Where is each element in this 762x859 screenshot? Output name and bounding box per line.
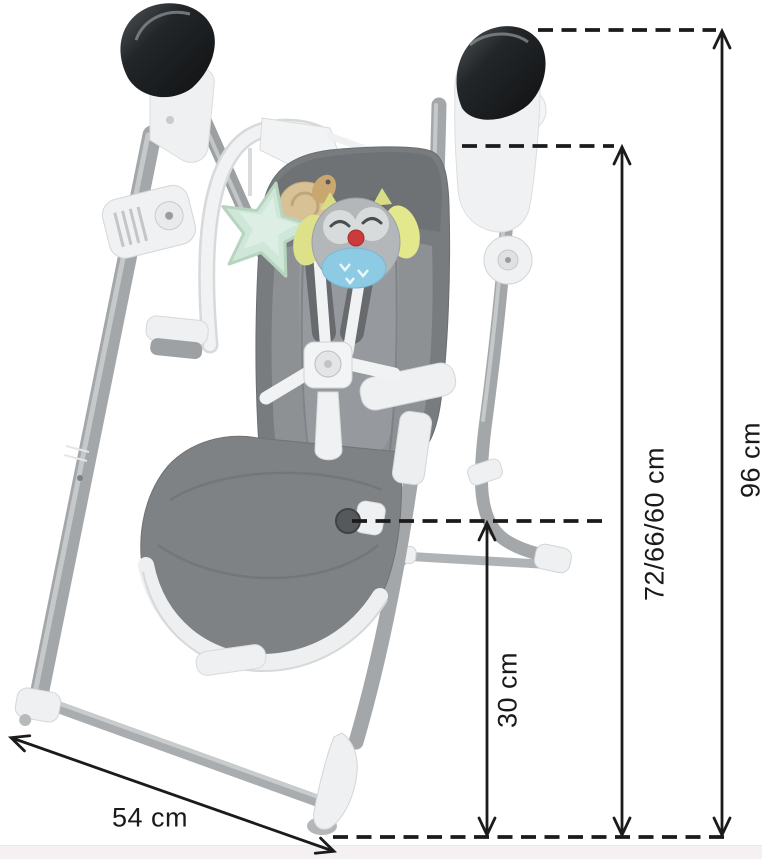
harness-buckle (303, 341, 353, 389)
toy-owl (293, 188, 420, 289)
right-dark-cap (456, 26, 546, 120)
right-upper-housing (454, 26, 547, 285)
dimension-label-seat-height: 30 cm (492, 651, 523, 729)
dimension-label-backrest-height: 72/66/60 cm (639, 446, 670, 602)
dimension-label-total-height: 96 cm (735, 421, 762, 499)
owl-eye (361, 217, 383, 225)
owl-belly (321, 247, 387, 289)
owl-nose (347, 229, 365, 247)
left-knee-clamp (101, 184, 197, 259)
base-depth-dimension-line (7, 734, 338, 855)
rear-right-foot (533, 543, 572, 574)
left-armrest (145, 315, 209, 360)
footrest (195, 644, 267, 676)
left-upper-housing (120, 3, 215, 163)
dimension-label-base-depth: 54 cm (111, 802, 189, 833)
front-left-foot (14, 687, 62, 727)
dimension-annotations (7, 27, 732, 855)
owl-eye (329, 220, 351, 228)
front-right-foot (307, 732, 358, 835)
